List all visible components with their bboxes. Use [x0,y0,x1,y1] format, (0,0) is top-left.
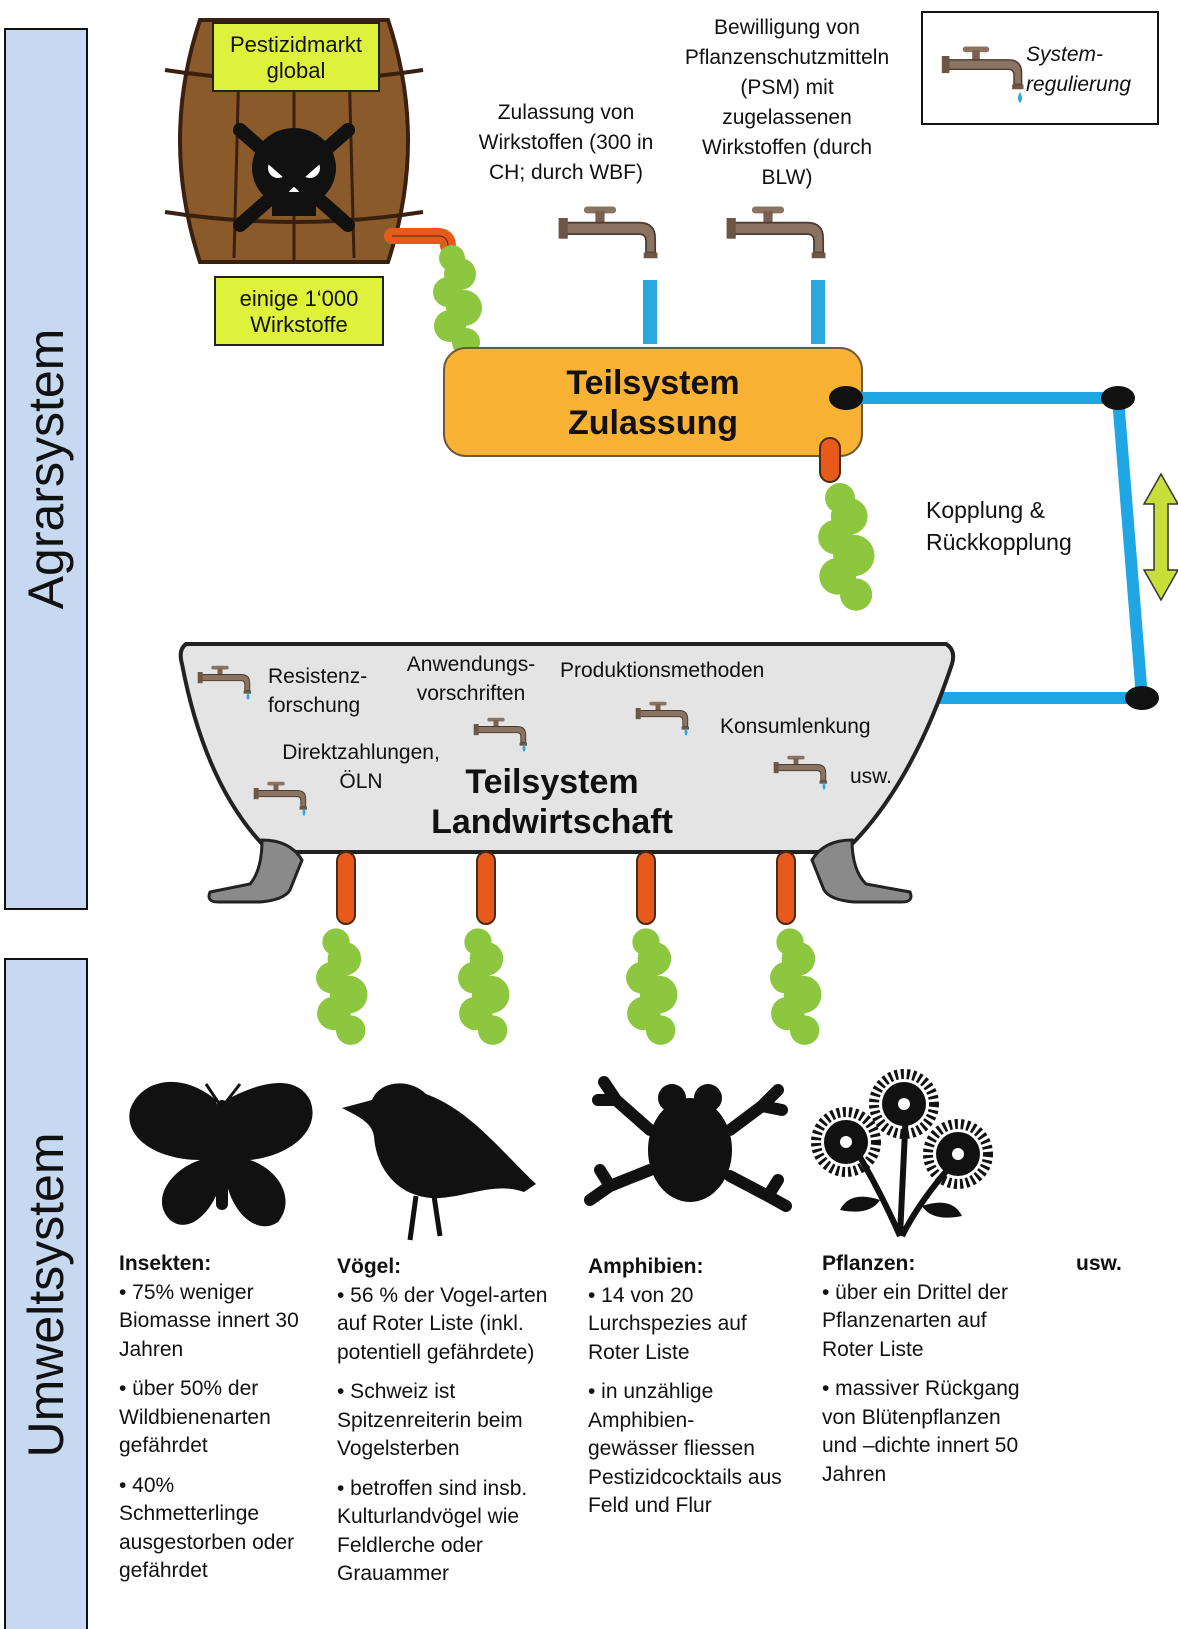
voegel-point: • Schweiz ist Spitzenreiterin beim Vogel… [337,1380,523,1460]
pflanzen-column: Pflanzen: • über ein Drittel der Pflanze… [822,1250,1036,1500]
resistenz-label: Resistenz- forschung [268,665,368,717]
legend-label: System- regulierung [1026,43,1132,96]
insekten-point: • über 50% der Wildbienenarten gefährdet [119,1377,271,1457]
bewilligung-tap-label: Bewilligung von Pflanzenschutzmitteln (P… [684,16,890,189]
tub-usw-label: usw. [850,765,893,788]
amphibien-title: Amphibien: [588,1255,704,1278]
butterfly-icon [129,1081,313,1227]
bathtub-icon [178,642,956,904]
voegel-point: • 56 % der Vogel-arten auf Roter Liste (… [337,1283,548,1364]
amphibien-point: • 14 von 20 Lurchspezies auf Roter Liste [588,1283,747,1364]
more-label: usw. [1076,1252,1122,1275]
bird-icon [342,1083,536,1241]
konsum-label: Konsumlenkung [720,715,871,738]
zulassung-tap-label: Zulassung von Wirkstoffen (300 in CH; du… [478,101,654,184]
pflanzen-point: • über ein Drittel der Pflanzenarten auf… [822,1280,1008,1361]
insekten-title: Insekten: [119,1252,212,1275]
voegel-point: • betroffen sind insb. Kulturlandvögel w… [337,1476,528,1586]
wirkstoffe-label: einige 1‘000 Wirkstoffe [214,276,384,346]
landwirtschaft-title: Teilsystem Landwirtschaft [431,763,673,841]
amphibien-column: Amphibien: • 14 von 20 Lurchspezies auf … [588,1253,784,1532]
frog-icon [584,1076,792,1212]
double-arrow-icon [1142,472,1178,602]
anwendung-label: Anwendungs- vorschriften [406,653,536,705]
kopplung-label: Kopplung & Rückkopplung [926,497,1072,555]
pflanzen-title: Pflanzen: [822,1252,916,1275]
insekten-point: • 75% weniger Biomasse innert 30 Jahren [119,1280,299,1361]
voegel-title: Vögel: [337,1255,402,1278]
legend-faucet-icon [941,45,1025,103]
produktion-label: Produktionsmethoden [560,659,765,682]
zulassung-title: Teilsystem Zulassung [566,364,740,442]
voegel-column: Vögel: • 56 % der Vogel-arten auf Roter … [337,1253,551,1600]
insekten-column: Insekten: • 75% weniger Biomasse innert … [119,1250,319,1597]
pflanzen-point: • massiver Rückgang von Blütenpflanzen u… [822,1377,1020,1486]
flower-icon [816,1074,988,1238]
faucet-zulassung-icon [557,205,659,344]
faucet-bewilligung-icon [725,205,827,344]
agrarsystem-band: Agrarsystem [4,28,88,910]
amphibien-point: • in unzählige Amphibien-gewässer fliess… [588,1380,782,1517]
umweltsystem-band: Umweltsystem [4,958,88,1629]
direkt-label: Direktzahlungen, ÖLN [282,741,440,793]
insekten-point: • 40% Schmetterlinge ausgestorben oder g… [119,1473,295,1583]
pestizidmarkt-label: Pestizidmarkt global [212,22,380,92]
